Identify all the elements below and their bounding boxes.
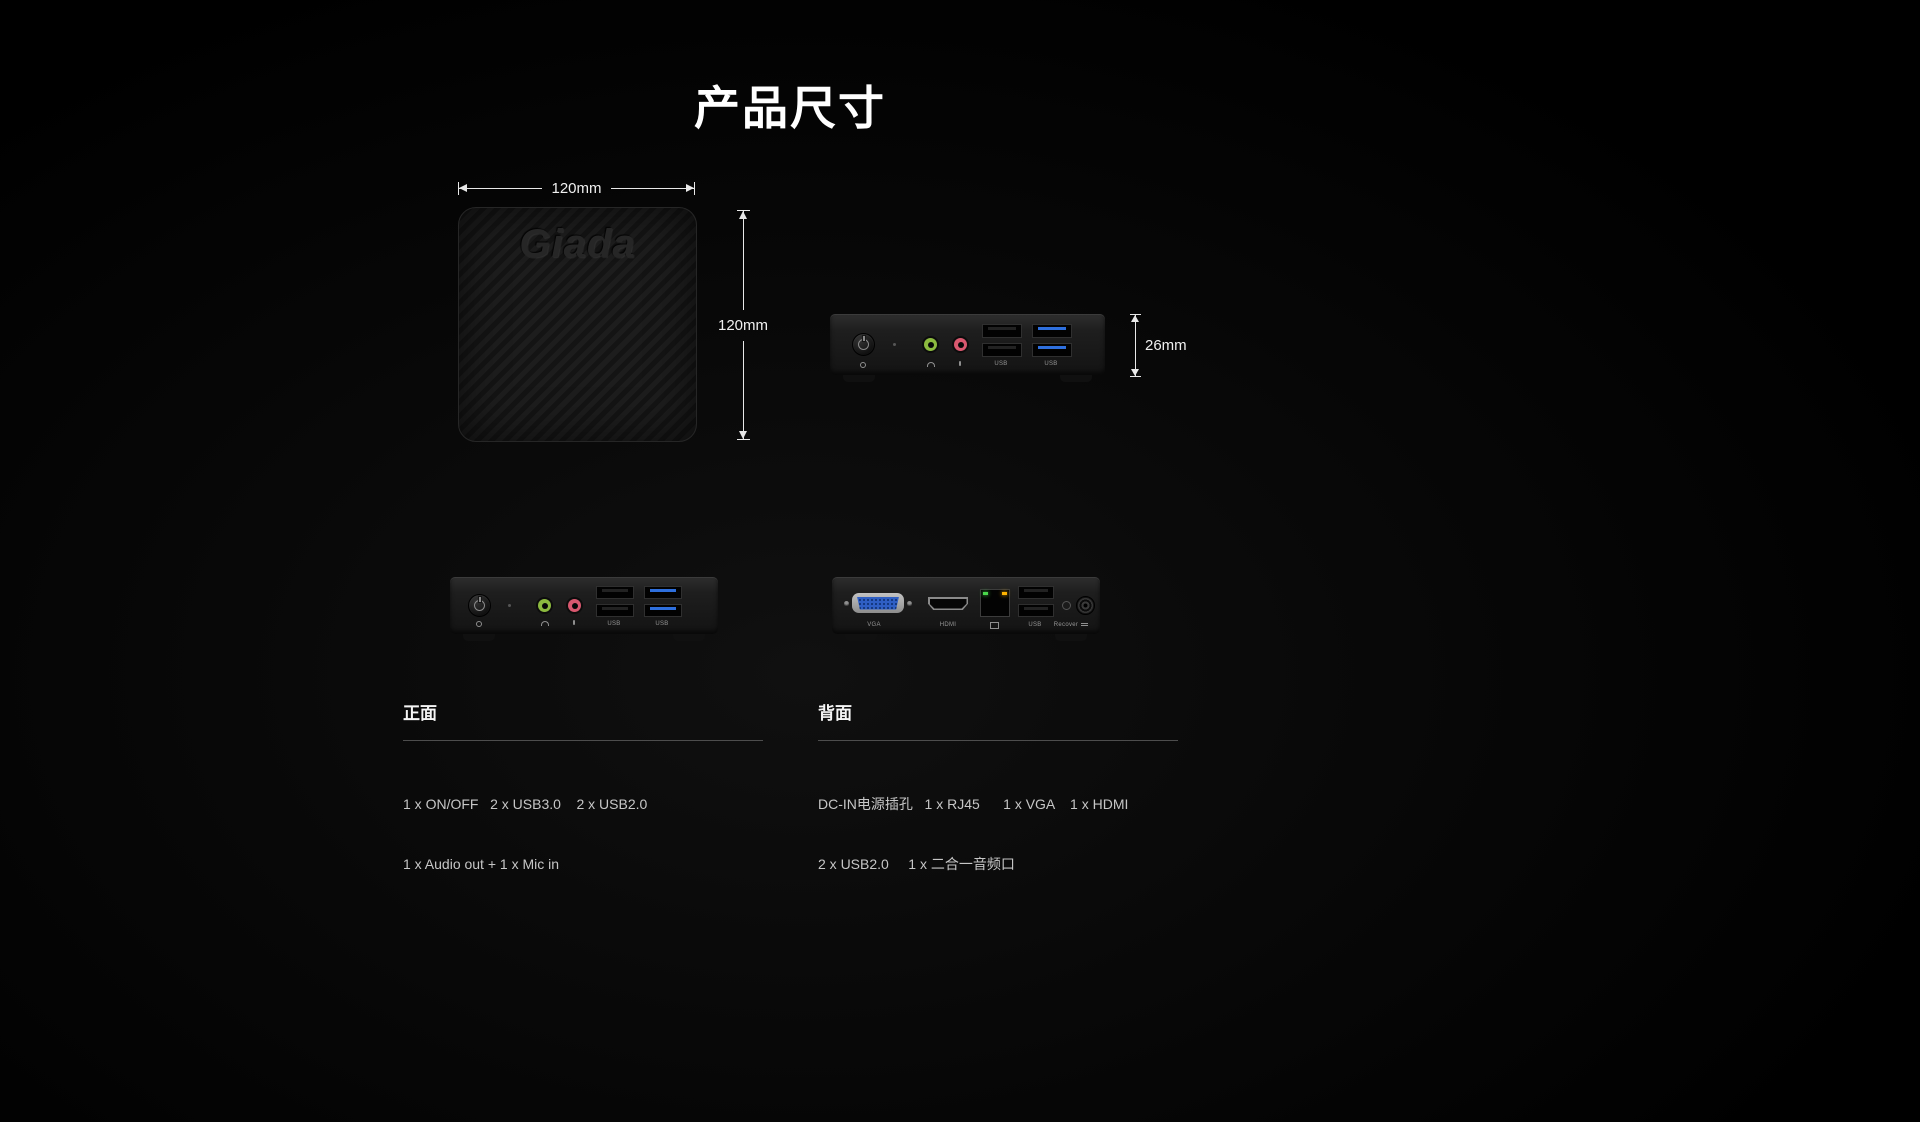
front-spec-section: 正面 1 x ON/OFF 2 x USB3.0 2 x USB2.0 1 x … — [403, 699, 763, 914]
device-front-view: USB USB — [450, 577, 718, 641]
back-spec-line1: DC-IN电源插孔 1 x RJ45 1 x VGA 1 x HDMI — [818, 796, 1129, 812]
headphone-icon — [927, 362, 935, 367]
lan-led-amber — [1002, 592, 1007, 595]
power-button — [468, 594, 491, 617]
dimension-line — [1130, 314, 1141, 377]
dimension-line-top — [736, 210, 750, 310]
back-spec-line2: 2 x USB2.0 1 x 二合一音频口 — [818, 856, 1015, 872]
depth-dimension-label: 120mm — [717, 316, 769, 334]
usb3-port — [1032, 324, 1072, 338]
usb2-port — [982, 324, 1022, 338]
headphone-icon — [541, 621, 549, 626]
usb-port-label: USB — [1044, 361, 1058, 367]
usb-port-label: USB — [1028, 622, 1042, 628]
device-foot — [1055, 634, 1087, 641]
usb2-port-stack — [596, 586, 634, 617]
usb3-port-stack — [1032, 324, 1072, 357]
usb2-port — [596, 586, 634, 599]
device-side-view: USB USB — [830, 314, 1105, 382]
dimension-line-bottom — [736, 340, 750, 440]
dimension-line-left — [458, 181, 543, 195]
recover-label: Recover — [1053, 622, 1079, 628]
usb2-port — [1018, 604, 1054, 617]
mic-in-jack — [954, 338, 967, 351]
mic-icon — [573, 620, 575, 625]
vga-inner — [857, 596, 899, 610]
device-foot — [845, 634, 877, 641]
device-foot — [463, 634, 495, 641]
vga-screw — [844, 600, 849, 606]
arrow-up-icon — [1131, 315, 1139, 322]
device-foot — [673, 634, 705, 641]
brand-logo: Giada — [519, 222, 636, 266]
usb2-port — [1018, 586, 1054, 599]
power-label-icon — [476, 621, 482, 627]
hdmi-label: HDMI — [939, 622, 957, 628]
power-label-icon — [860, 362, 866, 368]
hdmi-port — [928, 597, 968, 610]
ethernet-icon — [990, 622, 999, 629]
width-dimension: 120mm — [458, 178, 696, 198]
device-back-view: VGA HDMI USB Recover — [832, 577, 1100, 641]
lan-led-green — [983, 592, 988, 595]
usb2-port-stack — [982, 324, 1022, 357]
usb3-port — [644, 586, 682, 599]
dc-in-icon — [1081, 623, 1088, 624]
depth-dimension: 120mm — [717, 210, 769, 440]
divider — [403, 740, 763, 741]
usb2-port-stack — [1018, 586, 1054, 617]
usb3-port-stack — [644, 586, 682, 617]
power-button — [852, 333, 875, 356]
mic-icon — [959, 361, 961, 366]
recover-button — [1062, 601, 1071, 610]
audio-out-jack — [924, 338, 937, 351]
page-title: 产品尺寸 — [694, 82, 886, 134]
usb-port-label: USB — [655, 621, 669, 627]
arrow-down-icon — [1131, 369, 1139, 376]
dc-in-jack — [1076, 596, 1095, 615]
usb3-port — [644, 604, 682, 617]
vga-connector — [852, 593, 904, 613]
vga-screw — [907, 600, 912, 606]
height-dimension-label: 26mm — [1145, 337, 1187, 354]
vga-label: VGA — [867, 622, 881, 628]
front-spec-line2: 1 x Audio out + 1 x Mic in — [403, 856, 560, 872]
power-icon — [858, 339, 869, 350]
usb2-port — [596, 604, 634, 617]
usb-port-label: USB — [607, 621, 621, 627]
device-top-view: Giada — [458, 207, 697, 442]
divider — [818, 740, 1178, 741]
mic-in-jack — [568, 599, 581, 612]
front-spec-line1: 1 x ON/OFF 2 x USB3.0 2 x USB2.0 — [403, 796, 648, 812]
height-dimension: 26mm — [1130, 314, 1187, 377]
width-dimension-label: 120mm — [551, 179, 602, 197]
dimension-line-right — [610, 181, 696, 195]
power-icon — [474, 600, 485, 611]
usb3-port — [1032, 343, 1072, 357]
vga-port — [844, 593, 912, 613]
device-foot — [1060, 375, 1092, 382]
usb-port-label: USB — [994, 361, 1008, 367]
ethernet-port — [980, 589, 1010, 617]
power-led — [893, 343, 896, 346]
device-foot — [843, 375, 875, 382]
audio-out-jack — [538, 599, 551, 612]
back-section-heading: 背面 — [818, 704, 852, 723]
front-section-heading: 正面 — [403, 704, 437, 723]
power-led — [508, 604, 511, 607]
back-spec-section: 背面 DC-IN电源插孔 1 x RJ45 1 x VGA 1 x HDMI 2… — [818, 699, 1178, 914]
usb2-port — [982, 343, 1022, 357]
